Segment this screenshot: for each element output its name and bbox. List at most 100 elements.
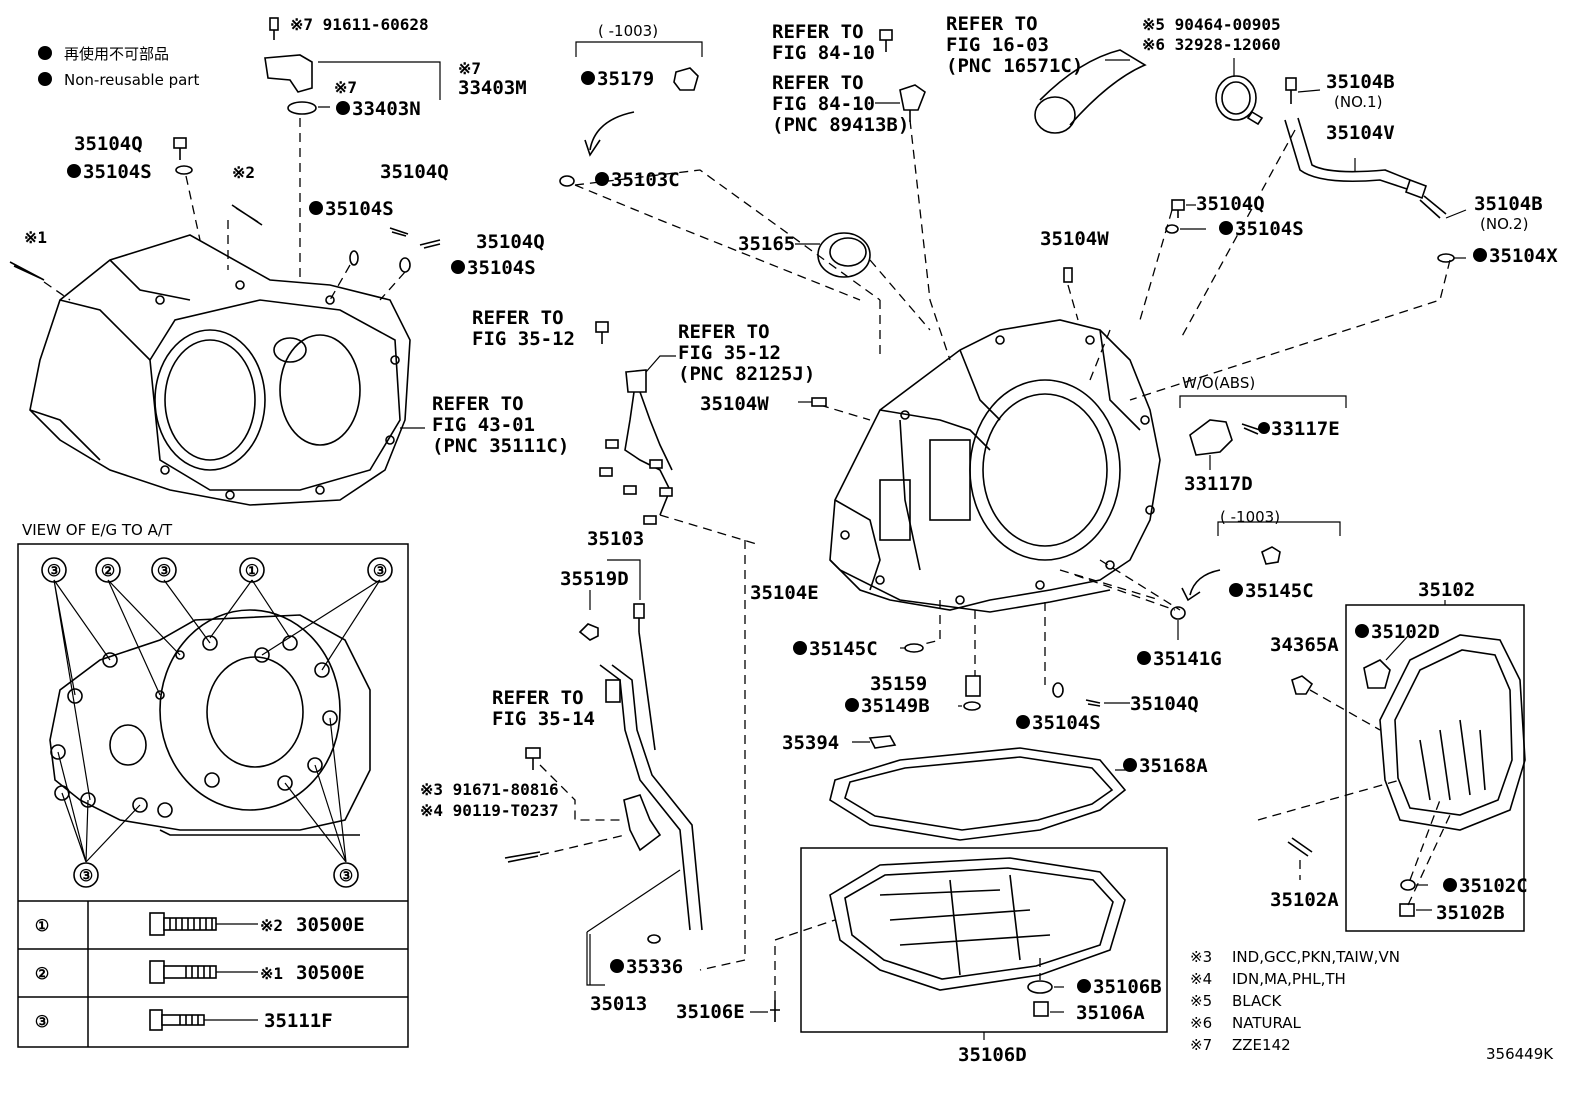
label-91611: ※7 91611-60628 (290, 15, 429, 34)
label-35103: 35103 (587, 528, 644, 550)
note-mark: ※4 (1190, 970, 1212, 988)
label-33117D: 33117D (1184, 473, 1253, 495)
wo-abs: W/O(ABS) (1182, 374, 1255, 392)
label-35102B: 35102B (1436, 902, 1505, 924)
converter-housing (29, 234, 411, 506)
label-35104W: 35104W (700, 393, 769, 415)
ref-16-03-a: REFER TO (946, 13, 1038, 35)
label-91671: ※3 91671-80816 (420, 780, 559, 799)
label-35141G: 35141G (1153, 648, 1222, 670)
bolt-icon (149, 912, 258, 936)
label-33403N-note: ※7 (334, 78, 357, 97)
ref-43-01-c: (PNC 35111C) (432, 435, 569, 457)
ref-16-03-c: (PNC 16571C) (946, 55, 1083, 77)
ref-35-14-a: REFER TO (492, 687, 584, 709)
label-35106B: 35106B (1093, 976, 1162, 998)
label-35104Q: 35104Q (476, 231, 545, 253)
view-callout-3: ③ (157, 561, 171, 580)
ref-43-01-b: FIG 43-01 (432, 414, 535, 436)
label-35104V: 35104V (1326, 122, 1395, 144)
label-35168A: 35168A (1139, 755, 1208, 777)
view-callout-3: ③ (47, 561, 61, 580)
harness (595, 321, 676, 525)
label-no2: (NO.2) (1480, 215, 1528, 233)
ref-35-12-b: FIG 35-12 (472, 328, 575, 350)
label-35104Q: 35104Q (74, 133, 143, 155)
note-text: ZZE142 (1232, 1036, 1291, 1054)
table-part-1: 30500E (296, 914, 365, 936)
label-35394: 35394 (782, 732, 839, 754)
label-33403M: 33403M (458, 77, 527, 99)
label-35165: 35165 (738, 233, 795, 255)
label-35102D: 35102D (1371, 621, 1440, 643)
label-35145C: 35145C (809, 638, 878, 660)
nonreusable-dot (38, 46, 52, 60)
label-35104S: 35104S (1235, 218, 1304, 240)
label-35104B-1: 35104B (1326, 71, 1395, 93)
label-35104Q: 35104Q (380, 161, 449, 183)
label-33403M-note: ※7 (458, 59, 481, 78)
table-part-3: 35111F (264, 1010, 333, 1032)
label-90119: ※4 90119-T0237 (420, 801, 559, 820)
note-text: BLACK (1232, 992, 1282, 1010)
note-1: ※1 (24, 228, 47, 247)
label-35106D: 35106D (958, 1044, 1027, 1066)
small-parts-top-left (9, 17, 441, 281)
view-callout-3: ③ (79, 866, 93, 885)
label-no1: (NO.1) (1334, 93, 1382, 111)
label-35013: 35013 (590, 993, 647, 1015)
label-35519D: 35519D (560, 568, 629, 590)
view-box (17, 543, 409, 1048)
ref-35-14-b: FIG 35-14 (492, 708, 595, 730)
label-35145C: 35145C (1245, 580, 1314, 602)
label-35106E: 35106E (676, 1001, 745, 1023)
ref-84-10-c: REFER TO (772, 72, 864, 94)
note-mark: ※7 (1190, 1036, 1212, 1054)
label-35103C: 35103C (611, 169, 680, 191)
label-35104E: 35104E (750, 582, 819, 604)
ref-84-10-a: REFER TO (772, 21, 864, 43)
label-35104S: 35104S (325, 198, 394, 220)
ref-35-12-e: (PNC 82125J) (678, 363, 815, 385)
ref-84-10-b: FIG 84-10 (772, 42, 875, 64)
label-35104B-2: 35104B (1474, 193, 1543, 215)
table-part-2: 30500E (296, 962, 365, 984)
bolt-icon (149, 1009, 258, 1031)
label-35104Q: 35104Q (1130, 693, 1199, 715)
label-35104S: 35104S (1032, 712, 1101, 734)
label-33117E: 33117E (1271, 418, 1340, 440)
label-35104X: 35104X (1489, 245, 1558, 267)
ref-84-10-e: (PNC 89413B) (772, 114, 909, 136)
label-34365A: 34365A (1270, 634, 1339, 656)
legend-jp: 再使用不可部品 (64, 45, 169, 63)
label-35104W: 35104W (1040, 228, 1109, 250)
view-callout-3: ③ (339, 866, 353, 885)
label-35102A: 35102A (1270, 889, 1339, 911)
view-callout-1: ① (245, 561, 259, 580)
label-35159: 35159 (870, 673, 927, 695)
label-35104Q: 35104Q (1196, 193, 1265, 215)
label-35104S: 35104S (83, 161, 152, 183)
ref-84-10-d: FIG 84-10 (772, 93, 875, 115)
ref-43-01-a: REFER TO (432, 393, 524, 415)
legend-en: Non-reusable part (64, 71, 199, 89)
range-b: ( -1003) (1220, 508, 1280, 526)
label-90464: ※5 90464-00905 (1142, 15, 1281, 34)
note-2: ※2 (232, 163, 255, 182)
ref-35-12-c: REFER TO (678, 321, 770, 343)
transaxle-case (829, 319, 1161, 613)
note-mark: ※5 (1190, 992, 1212, 1010)
figure-id: 356449K (1486, 1045, 1554, 1063)
label-35149B: 35149B (861, 695, 930, 717)
nonreusable-dot (38, 72, 52, 86)
table-no-3: ③ (35, 1012, 49, 1031)
label-35104S: 35104S (467, 257, 536, 279)
ref-35-12-d: FIG 35-12 (678, 342, 781, 364)
label-35106A: 35106A (1076, 1002, 1145, 1024)
label-35102: 35102 (1418, 579, 1475, 601)
label-35336: 35336 (626, 956, 683, 978)
note-text: IND,GCC,PKN,TAIW,VN (1232, 948, 1400, 966)
ref-16-03-b: FIG 16-03 (946, 34, 1049, 56)
